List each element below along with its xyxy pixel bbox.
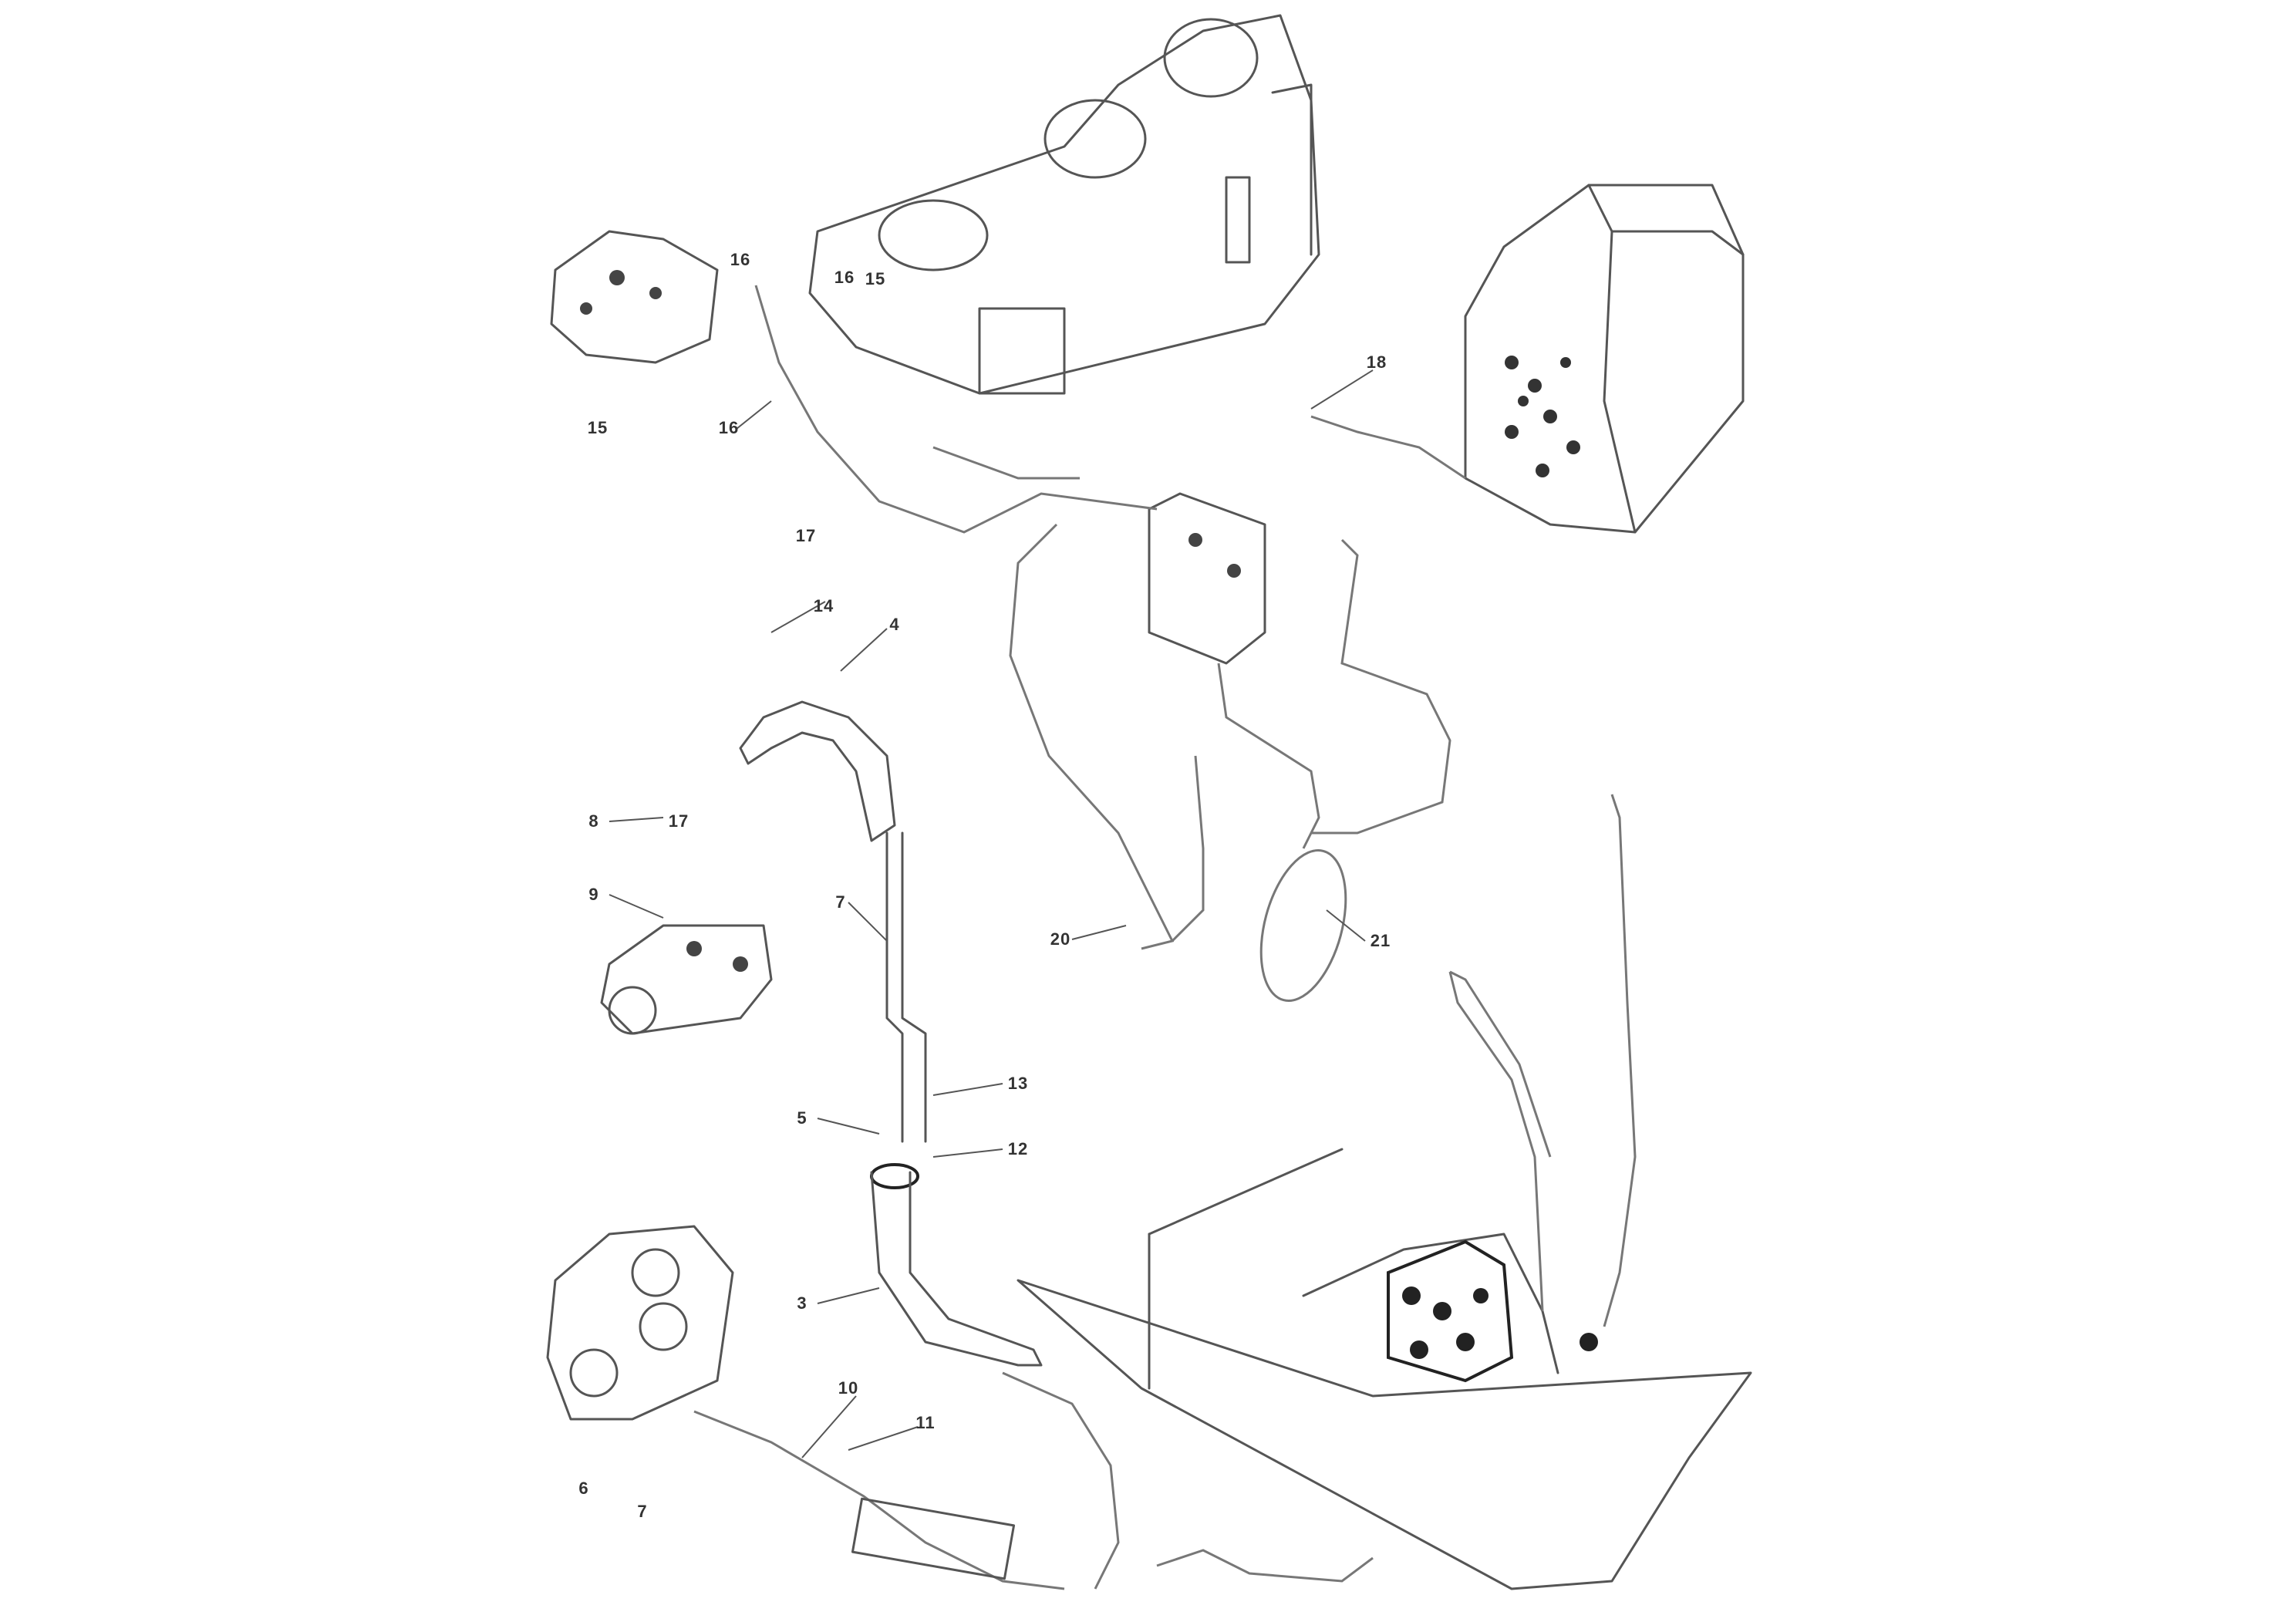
callout-label: 20 [1050, 929, 1071, 949]
hydraulic-reservoir [1464, 184, 1745, 534]
callout-label: 14 [813, 596, 834, 615]
callout-label: 13 [1007, 1074, 1029, 1093]
bottom-hose [693, 1371, 1120, 1590]
callout-label: 17 [668, 811, 689, 831]
valve-block [550, 230, 719, 364]
callout-label: 7 [835, 892, 846, 912]
callout-label: 8 [588, 811, 599, 831]
callout-label: 16 [730, 250, 751, 269]
callout-label: 9 [588, 885, 599, 904]
callout-label: 12 [1007, 1139, 1029, 1158]
callout-label: 10 [838, 1378, 859, 1398]
callout-label: 15 [865, 269, 886, 288]
leader-lines [609, 369, 1374, 1458]
callout-label: 15 [587, 418, 609, 437]
control-valve-assembly [1017, 1148, 1752, 1590]
vertical-pipe [870, 831, 1043, 1367]
pump-assembly [600, 924, 773, 1035]
hoses [754, 285, 1466, 1002]
fuel-tank [808, 14, 1320, 395]
callout-label: 21 [1370, 931, 1391, 950]
elbow-pipe [739, 700, 896, 842]
control-cable [1448, 794, 1637, 1327]
callout-label: 16 [834, 268, 855, 287]
callout-label: 11 [915, 1413, 936, 1432]
callout-label: 16 [718, 418, 740, 437]
callout-label: 17 [795, 526, 817, 545]
filter-block [1148, 492, 1266, 665]
pump-group [546, 1225, 734, 1421]
callout-label: 5 [797, 1108, 807, 1128]
callout-label: 3 [797, 1293, 807, 1313]
callout-label: 4 [889, 615, 900, 634]
callout-label: 18 [1366, 352, 1387, 372]
callout-label: 6 [578, 1479, 589, 1498]
callout-label: 7 [637, 1502, 648, 1521]
